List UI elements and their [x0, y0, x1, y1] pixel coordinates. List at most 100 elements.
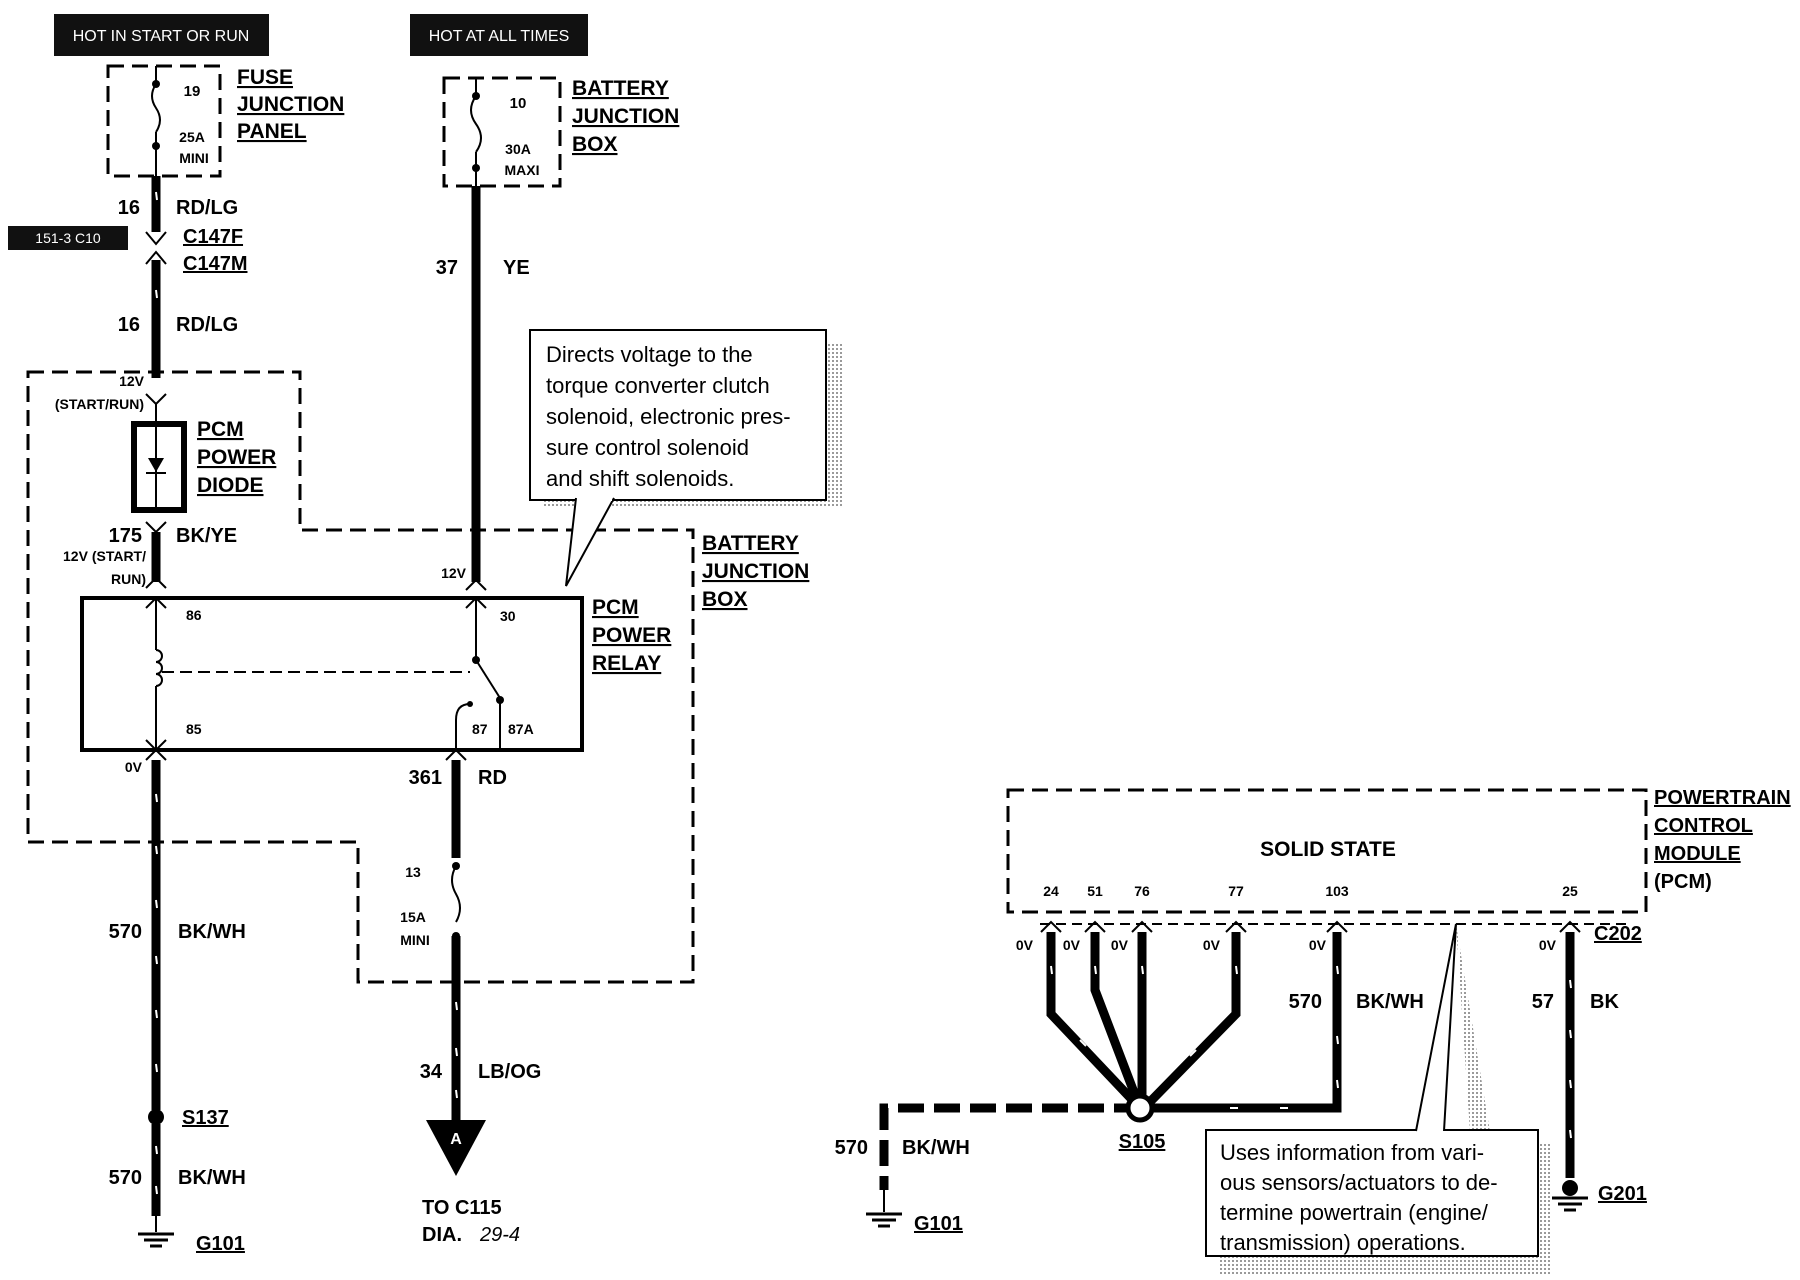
svg-text:86: 86	[186, 607, 202, 623]
note-callout-pcm: Uses information from vari- ous sensors/…	[1205, 923, 1550, 1276]
svg-text:A: A	[450, 1131, 462, 1148]
svg-text:12V: 12V	[441, 565, 467, 581]
svg-text:and shift solenoids.: and shift solenoids.	[546, 466, 734, 491]
svg-text:YE: YE	[503, 257, 530, 279]
svg-text:RELAY: RELAY	[592, 652, 661, 675]
svg-text:0V: 0V	[1309, 937, 1327, 953]
svg-text:BOX: BOX	[572, 133, 618, 156]
svg-text:0V: 0V	[1063, 937, 1081, 953]
svg-text:51: 51	[1087, 883, 1103, 899]
svg-text:87: 87	[472, 721, 488, 737]
svg-text:G101: G101	[914, 1213, 963, 1235]
svg-text:BK/YE: BK/YE	[176, 525, 237, 547]
connector-a-arrow: A TO C115 DIA. 29-4	[422, 1120, 520, 1246]
svg-text:BATTERY: BATTERY	[572, 77, 669, 100]
svg-text:JUNCTION: JUNCTION	[702, 560, 809, 583]
svg-text:361: 361	[409, 767, 442, 789]
svg-text:HOT IN START OR RUN: HOT IN START OR RUN	[73, 28, 250, 45]
ground-symbol-g101-right: G101	[866, 1190, 963, 1235]
svg-text:29-4: 29-4	[479, 1224, 520, 1246]
svg-text:BATTERY: BATTERY	[702, 532, 799, 555]
svg-text:DIA.: DIA.	[422, 1224, 462, 1246]
svg-text:57: 57	[1532, 991, 1554, 1013]
svg-text:0V: 0V	[1539, 937, 1557, 953]
svg-text:RD/LG: RD/LG	[176, 314, 238, 336]
svg-text:MINI: MINI	[179, 150, 209, 166]
svg-text:0V: 0V	[1016, 937, 1034, 953]
note-callout-relay: Directs voltage to the torque converter …	[529, 329, 842, 587]
svg-text:MINI: MINI	[400, 932, 430, 948]
svg-text:175: 175	[109, 525, 142, 547]
pcm-power-relay: 86 85 30 87 87A PCM POWER RELAY	[80, 596, 671, 752]
svg-text:10: 10	[510, 95, 527, 112]
svg-text:PCM: PCM	[197, 418, 244, 441]
svg-text:S105: S105	[1119, 1131, 1166, 1153]
svg-text:0V: 0V	[125, 759, 143, 775]
svg-text:13: 13	[405, 864, 421, 880]
svg-text:570: 570	[109, 1167, 142, 1189]
ground-symbol-g101-left: G101	[138, 1216, 245, 1255]
battery-junction-box-label-top: BATTERY JUNCTION BOX	[572, 77, 679, 156]
page-ref-label: 151-3 C10	[8, 226, 128, 250]
svg-text:G201: G201	[1598, 1183, 1647, 1205]
hot-start-run-label: HOT IN START OR RUN	[54, 14, 269, 56]
svg-text:MAXI: MAXI	[505, 162, 540, 178]
svg-text:87A: 87A	[508, 721, 534, 737]
svg-text:HOT AT ALL TIMES: HOT AT ALL TIMES	[429, 28, 570, 45]
svg-text:BOX: BOX	[702, 588, 748, 611]
svg-text:sure control solenoid: sure control solenoid	[546, 435, 749, 460]
svg-text:RUN): RUN)	[111, 571, 146, 587]
svg-text:C147F: C147F	[183, 226, 243, 248]
svg-text:BK/WH: BK/WH	[1356, 991, 1424, 1013]
svg-text:15A: 15A	[400, 909, 426, 925]
svg-text:C147M: C147M	[183, 253, 247, 275]
svg-text:19: 19	[184, 83, 201, 100]
svg-text:BK/WH: BK/WH	[178, 1167, 246, 1189]
svg-text:34: 34	[420, 1061, 443, 1083]
svg-text:25: 25	[1562, 883, 1578, 899]
wire-34: 34 LB/OG	[420, 936, 541, 1124]
svg-text:0V: 0V	[1203, 937, 1221, 953]
svg-text:BK/WH: BK/WH	[178, 921, 246, 943]
wire-361: 361 RD	[409, 748, 507, 858]
battery-junction-box-label-mid: BATTERY JUNCTION BOX	[702, 532, 809, 611]
svg-text:BK/WH: BK/WH	[902, 1137, 970, 1159]
svg-text:30A: 30A	[505, 141, 531, 157]
fuse-13: 13 15A MINI	[400, 862, 461, 948]
battery-junction-box-outline	[26, 370, 695, 984]
pcm-module: SOLID STATE 24 51 76 77 103 25 POWERTRAI…	[1006, 787, 1791, 914]
c202-label: C202	[1594, 923, 1642, 945]
svg-text:ous sensors/actuators to de-: ous sensors/actuators to de-	[1220, 1170, 1498, 1195]
svg-text:POWER: POWER	[197, 446, 276, 469]
svg-text:Directs voltage to the: Directs voltage to the	[546, 342, 753, 367]
svg-text:LB/OG: LB/OG	[478, 1061, 541, 1083]
svg-text:76: 76	[1134, 883, 1150, 899]
hot-all-times-label: HOT AT ALL TIMES	[410, 14, 588, 56]
svg-text:77: 77	[1228, 883, 1244, 899]
ground-symbol-g201: G201	[1552, 1180, 1647, 1212]
svg-text:TO C115: TO C115	[422, 1197, 502, 1219]
svg-text:570: 570	[109, 921, 142, 943]
svg-text:0V: 0V	[1111, 937, 1129, 953]
splice-s105: S105 570 BK/WH	[835, 1093, 1166, 1190]
svg-text:termine powertrain (engine/: termine powertrain (engine/	[1220, 1200, 1489, 1225]
wire-175: 175 BK/YE 12V (START/ RUN)	[63, 521, 237, 589]
svg-text:FUSE: FUSE	[237, 66, 293, 89]
svg-text:16: 16	[118, 197, 140, 219]
svg-text:BK: BK	[1590, 991, 1619, 1013]
pcm-ground-wires: 570 BK/WH	[1040, 920, 1424, 1113]
fuse-junction-panel-label: FUSE JUNCTION PANEL	[237, 66, 344, 143]
svg-text:G101: G101	[196, 1233, 245, 1255]
svg-text:(START/RUN): (START/RUN)	[55, 396, 144, 412]
svg-text:MODULE: MODULE	[1654, 843, 1741, 865]
svg-text:30: 30	[500, 608, 516, 624]
svg-text:PCM: PCM	[592, 596, 639, 619]
svg-text:transmission) operations.: transmission) operations.	[1220, 1230, 1466, 1255]
svg-text:POWERTRAIN: POWERTRAIN	[1654, 787, 1791, 809]
svg-text:POWER: POWER	[592, 624, 671, 647]
svg-text:torque converter clutch: torque converter clutch	[546, 373, 770, 398]
svg-text:24: 24	[1043, 883, 1059, 899]
wire-37: 37 YE 12V	[436, 186, 530, 591]
